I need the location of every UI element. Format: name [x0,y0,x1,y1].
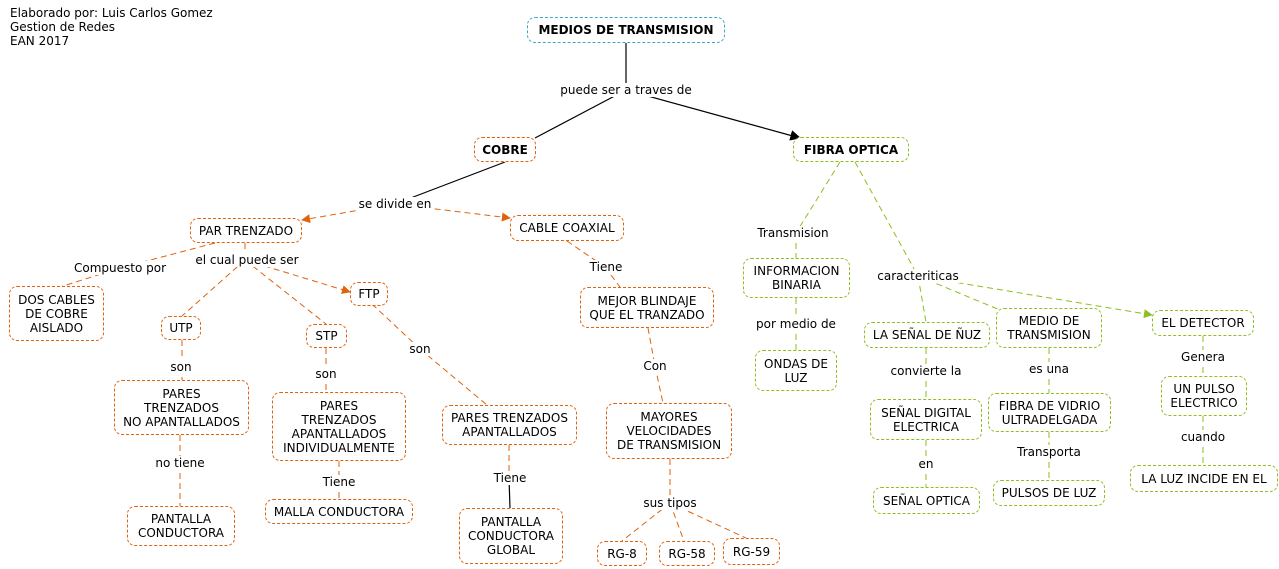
link-fibra-transmision [795,161,841,234]
node-senal-de-luz[interactable]: LA SEÑAL DE ÑUZ [864,322,990,348]
node-medios-de-transmision[interactable]: MEDIOS DE TRANSMISION [527,17,725,43]
label-tiene-ftp: Tiene [491,471,529,485]
label-es-una: es una [1026,362,1072,376]
link-label-cobre [534,89,627,139]
link-ftp-son [371,303,421,350]
node-ftp[interactable]: FTP [350,282,388,306]
node-rg-8[interactable]: RG-8 [597,541,647,566]
node-la-luz-incide[interactable]: LA LUZ INCIDE EN EL [1130,465,1278,492]
node-mayores-velocidades[interactable]: MAYORES VELOCIDADES DE TRANSMISION [606,403,732,459]
label-con: Con [641,359,669,373]
node-fibra-de-vidrio[interactable]: FIBRA DE VIDRIO ULTRADELGADA [988,393,1111,432]
label-cuando: cuando [1178,430,1228,444]
link-cualpuede-utp [181,259,246,317]
label-genera: Genera [1179,350,1227,364]
label-transmision: Transmision [755,226,831,240]
label-sus-tipos: sus tipos [641,496,699,510]
institution-year: EAN 2017 [10,34,70,48]
link-caract-senal [917,275,927,323]
label-cual-puede-ser: el cual puede ser [193,253,301,267]
node-ondas-de-luz[interactable]: ONDAS DE LUZ [755,350,837,391]
node-mejor-blindaje[interactable]: MEJOR BLINDAJE QUE EL TRANZADO [580,287,714,328]
node-cable-coaxial[interactable]: CABLE COAXIAL [510,215,624,241]
link-sustipos-rg58 [669,502,685,542]
label-compuesto-por: Compuesto por [71,261,169,275]
label-son-stp: son [313,367,339,381]
label-son-utp: son [168,360,194,374]
author-name: Elaborado por: Luis Carlos Gomez [10,6,213,20]
node-stp[interactable]: STP [306,324,347,348]
label-puede-ser: puede ser a traves de [558,83,694,97]
node-pares-apantallados-individualmente[interactable]: PARES TRENZADOS APANTALLADOS INDIVIDUALM… [272,392,406,461]
node-senal-optica[interactable]: SEÑAL OPTICA [873,487,980,514]
node-fibra-optica[interactable]: FIBRA OPTICA [793,137,909,162]
node-pantalla-conductora-global[interactable]: PANTALLA CONDUCTORA GLOBAL [459,508,563,564]
link-son-paresapant [419,348,488,406]
node-pulsos-de-luz[interactable]: PULSOS DE LUZ [993,480,1105,506]
label-tiene-coaxial: Tiene [587,260,625,274]
link-fibra-caract [854,161,919,277]
label-son-ftp: son [407,342,433,356]
label-en: en [916,457,936,471]
course-name: Gestion de Redes [10,20,115,34]
node-rg-59[interactable]: RG-59 [723,538,780,565]
link-coaxial-tiene [566,240,606,268]
node-cobre[interactable]: COBRE [474,137,536,162]
label-por-medio-de: por medio de [754,317,838,331]
link-label-fibra [625,89,802,141]
node-un-pulso-electrico[interactable]: UN PULSO ELECTRICO [1161,376,1247,416]
node-dos-cables[interactable]: DOS CABLES DE COBRE AISLADO [9,286,104,341]
link-cualpuede-ftp [244,259,351,294]
label-no-tiene: no tiene [153,456,207,470]
label-caracteristicas: caracteriticas [875,269,961,283]
node-informacion-binaria[interactable]: INFORMACION BINARIA [743,258,850,298]
author-info: Elaborado por: Luis Carlos Gomez Gestion… [10,6,213,48]
label-transporta: Transporta [1015,445,1083,459]
link-cualpuede-stp [244,259,327,325]
label-tiene-stp: Tiene [320,475,358,489]
node-medio-de-transmision[interactable]: MEDIO DE TRANSMISION [996,308,1102,348]
node-pares-no-apantallados[interactable]: PARES TRENZADOS NO APANTALLADOS [114,380,249,435]
node-par-trenzado[interactable]: PAR TRENZADO [190,218,302,243]
node-pantalla-conductora[interactable]: PANTALLA CONDUCTORA [127,506,235,546]
node-rg-58[interactable]: RG-58 [659,541,715,566]
node-senal-digital-electrica[interactable]: SEÑAL DIGITAL ELECTRICA [870,399,982,440]
node-el-detector[interactable]: EL DETECTOR [1152,310,1254,336]
link-con-mayores [654,365,664,404]
label-se-divide: se divide en [356,197,434,211]
node-pares-trenzados-apantallados[interactable]: PARES TRENZADOS APANTALLADOS [442,405,577,445]
node-utp[interactable]: UTP [161,316,201,340]
label-convierte-la: convierte la [888,364,964,378]
node-malla-conductora[interactable]: MALLA CONDUCTORA [265,499,413,524]
